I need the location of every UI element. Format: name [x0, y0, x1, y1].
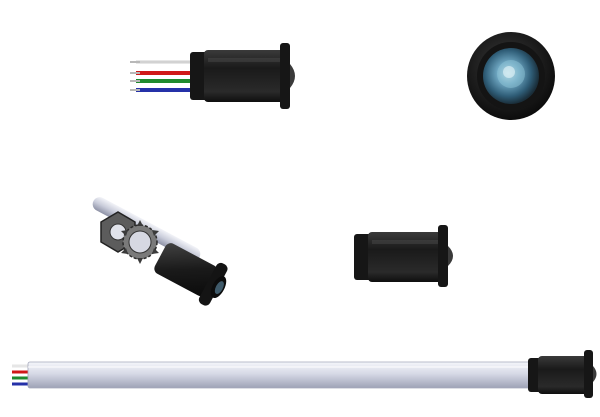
- cable-wire-ends: [12, 364, 30, 386]
- side-view-with-wires: [128, 40, 303, 112]
- side-view-with-cable-drawing: [12, 350, 597, 398]
- isometric-drawing: [92, 197, 228, 306]
- side-view-body-only: [350, 222, 460, 290]
- side-view-with-cable: [6, 348, 600, 400]
- side-view-body-drawing: [354, 225, 453, 287]
- front-lens-view: [465, 30, 557, 122]
- isometric-with-nut-and-washer: [88, 192, 233, 307]
- front-lens-view-drawing: [467, 32, 555, 120]
- wire-bundle: [130, 60, 198, 92]
- side-view-with-wires-drawing: [130, 43, 295, 109]
- lock-washer: [121, 220, 159, 264]
